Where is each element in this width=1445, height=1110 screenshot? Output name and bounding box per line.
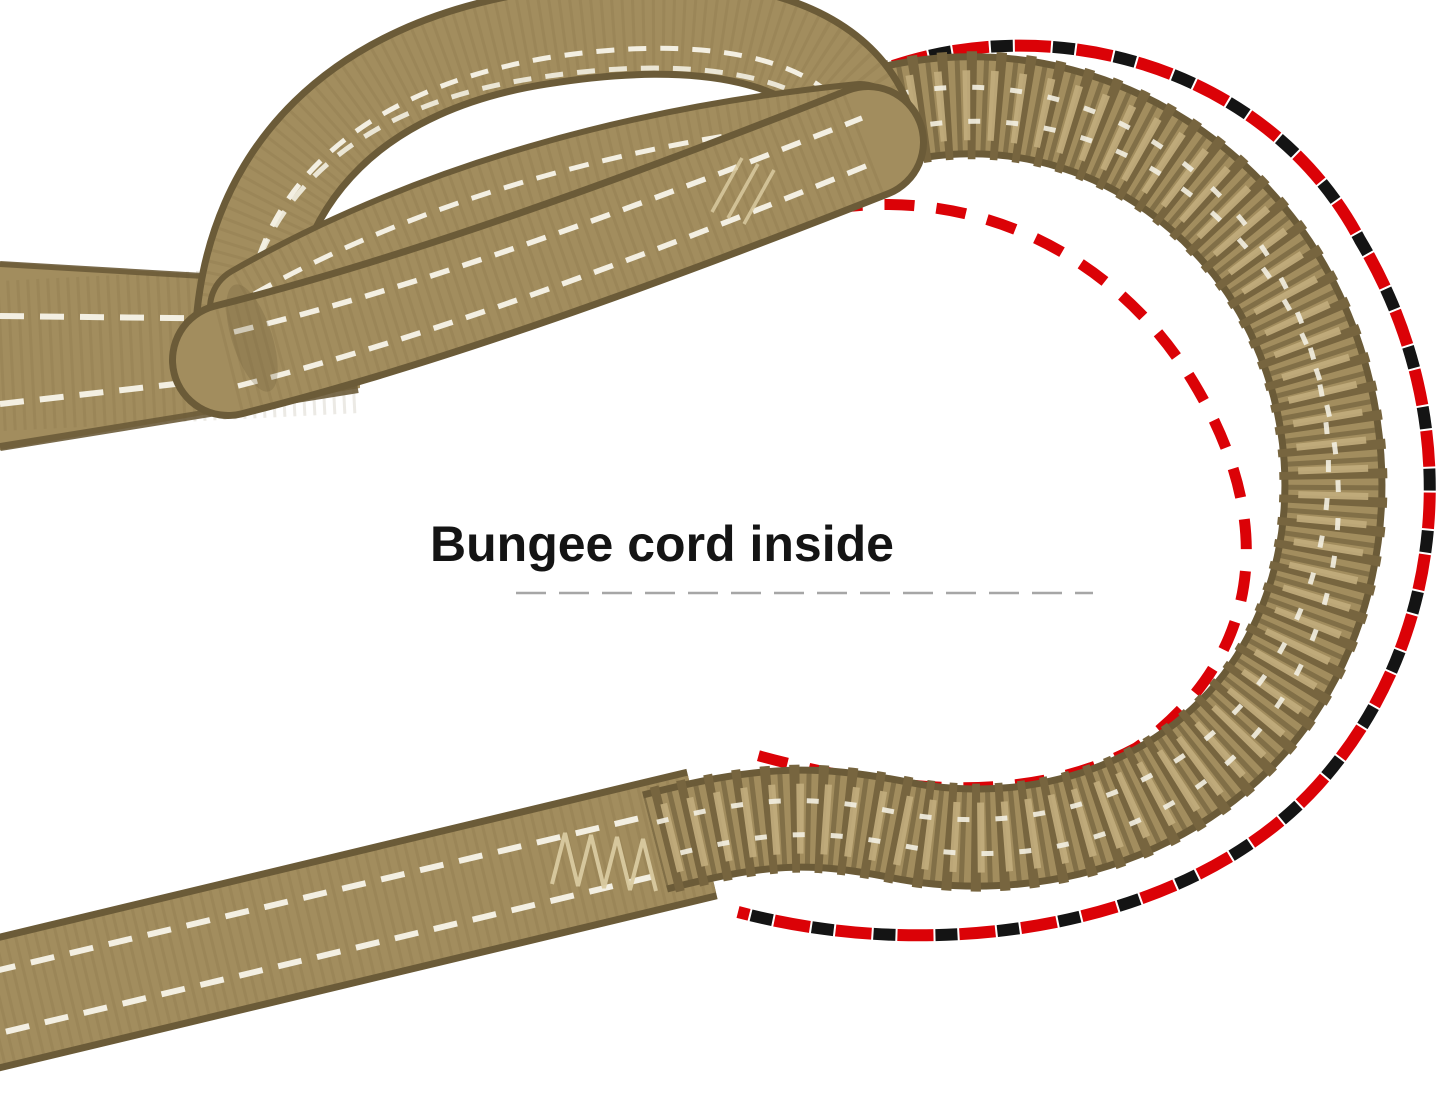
reflective-stitch-line xyxy=(659,118,1341,861)
reflective-stitch-line xyxy=(237,163,868,389)
bungee-fabric xyxy=(643,60,1379,886)
bungee-sleeve xyxy=(641,51,1388,895)
handle-top-band xyxy=(199,0,909,375)
lower-strap-webbing xyxy=(0,775,716,1065)
reflective-stitch-line xyxy=(243,45,857,319)
reflective-stitch-line xyxy=(252,115,859,297)
outer-arc-black-dashes xyxy=(736,39,1436,942)
bartack-stitch-line xyxy=(710,157,744,213)
reflective-stitch-line xyxy=(0,860,710,1037)
lower-strap-weave-texture xyxy=(0,775,716,1065)
lower-strap xyxy=(0,768,718,1072)
bartack-stitch-line xyxy=(726,163,760,219)
bungee-path-annotation-outer xyxy=(736,39,1436,942)
annotation-label: Bungee cord inside xyxy=(430,516,894,572)
bartack-stitch xyxy=(710,157,776,225)
reflective-stitch-line xyxy=(649,84,1331,827)
bartack-zigzag-stitch xyxy=(550,832,658,892)
handle-loop xyxy=(0,0,927,451)
bartack-stitch-line xyxy=(742,169,776,225)
reflective-stitch-line xyxy=(235,65,847,349)
bungee-path-annotation-inner xyxy=(743,198,1252,794)
reflective-stitch-line xyxy=(0,802,696,973)
inner-arc-red-dashes xyxy=(743,198,1252,794)
handle-padded-band-weave xyxy=(215,93,888,411)
handle-padded-band xyxy=(176,90,920,412)
outer-arc-red-dashes xyxy=(736,39,1436,942)
handle-fold-shadow xyxy=(226,284,278,392)
reflective-stitch-line xyxy=(233,115,864,335)
handle-top-band-weave xyxy=(199,0,907,336)
